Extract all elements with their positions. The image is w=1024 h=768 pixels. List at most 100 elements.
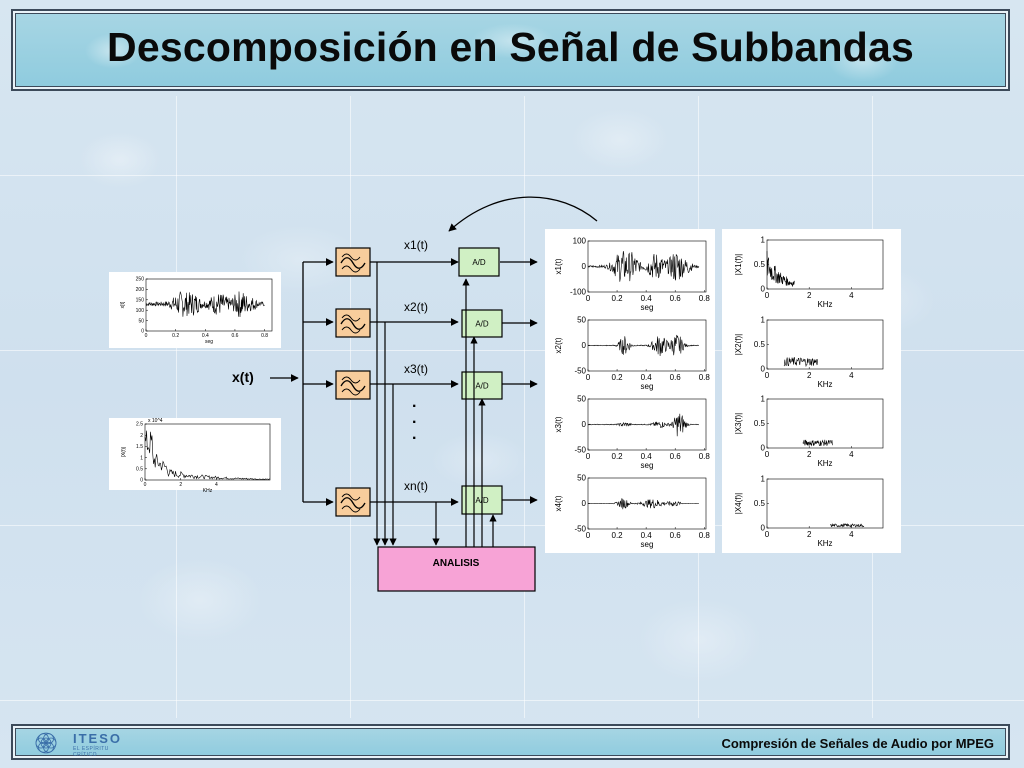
y-axis-label: |X1(f)| — [734, 254, 743, 276]
ellipsis-dot: . — [412, 410, 416, 427]
y-axis-label: |X(f)| — [121, 447, 127, 458]
background-grid-line — [0, 175, 1024, 176]
x-tick-label: 2 — [807, 291, 812, 300]
ad-converter: A/D — [461, 309, 503, 338]
y-tick-label: 1 — [761, 316, 766, 325]
x-tick-label: 0 — [145, 333, 148, 339]
x-tick-label: 0.4 — [202, 333, 209, 339]
analysis-label: ANALISIS — [433, 558, 480, 569]
plot-axes-box — [766, 239, 884, 290]
x-tick-label: 4 — [849, 371, 854, 380]
footer-bar: ITESO EL ESPÍRITU CRÍTICO Compresión de … — [11, 724, 1010, 760]
subband-waveform — [587, 498, 699, 510]
ad-converter: A/D — [461, 371, 503, 400]
x-tick-label: 4 — [849, 530, 854, 539]
y-tick-label: 1 — [140, 455, 143, 461]
logo-tagline: EL ESPÍRITU CRÍTICO — [73, 746, 109, 758]
y-tick-label: 0 — [582, 420, 587, 429]
subband-waveform — [587, 334, 700, 357]
x-tick-label: 0 — [586, 294, 591, 303]
subband-label-3: x3(t) — [404, 362, 428, 376]
x-axis-label: seg — [641, 461, 654, 470]
y-tick-label: 100 — [136, 308, 145, 314]
y-tick-label: 2.5 — [136, 422, 143, 428]
y-tick-label: 0 — [141, 329, 144, 335]
title-bar: Descomposición en Señal de Subbandas — [11, 9, 1010, 91]
bandpass-filter-icon — [335, 308, 371, 338]
x-tick-label: 0 — [765, 450, 770, 459]
x-tick-label: 0.8 — [699, 531, 711, 540]
ad-label: A/D — [475, 382, 489, 391]
background-grid-line — [176, 96, 177, 718]
x-tick-label: 0.8 — [699, 294, 711, 303]
filter-bank — [335, 247, 371, 517]
x-tick-label: 0.6 — [670, 452, 682, 461]
iteso-logo: ITESO EL ESPÍRITU CRÍTICO — [29, 731, 129, 758]
ad-label: A/D — [475, 320, 489, 329]
y-tick-label: 50 — [577, 316, 586, 325]
x-axis-label: seg — [641, 540, 654, 549]
y-tick-label: 2 — [140, 433, 143, 439]
ellipsis-dot: . — [412, 394, 416, 411]
x-tick-label: 0 — [765, 291, 770, 300]
y-tick-label: 0 — [582, 341, 587, 350]
x-axis-label: KHz — [817, 539, 832, 548]
x-tick-label: 0.4 — [641, 531, 653, 540]
y-axis-label: |X3(f)| — [734, 413, 743, 435]
x-tick-label: 0 — [765, 530, 770, 539]
logo-name: ITESO — [73, 731, 123, 746]
x-axis-label: seg — [205, 339, 213, 345]
x-tick-label: 0.6 — [670, 294, 682, 303]
y-tick-label: -100 — [570, 288, 587, 297]
x-tick-label: 4 — [849, 450, 854, 459]
ellipsis-dot: . — [412, 426, 416, 443]
x-tick-label: 0.2 — [612, 294, 624, 303]
x-tick-label: 0.8 — [699, 452, 711, 461]
x-tick-label: 0.8 — [261, 333, 268, 339]
y-tick-label: 50 — [577, 395, 586, 404]
x-tick-label: 0.6 — [670, 373, 682, 382]
subband-waveform — [587, 251, 700, 282]
subband-spectrum-line — [802, 439, 833, 447]
y-axis-label: x4(t) — [554, 495, 563, 511]
plot-axes-box — [766, 319, 884, 370]
y-axis-label: x[t] — [120, 301, 126, 308]
background-grid-line — [0, 525, 1024, 526]
input-signal-label: x(t) — [232, 369, 254, 385]
y-tick-label: -50 — [574, 525, 586, 534]
y-axis-label: |X4(f)| — [734, 493, 743, 515]
x-tick-label: 0.8 — [699, 373, 711, 382]
bandpass-filter-icon — [335, 247, 371, 277]
y-tick-label: 50 — [577, 474, 586, 483]
feedback-curve-arrow — [448, 196, 598, 232]
x-tick-label: 2 — [179, 482, 182, 488]
y-tick-label: 0.5 — [754, 340, 766, 349]
plot-axes-box — [144, 423, 271, 481]
bandpass-filter-icon — [335, 370, 371, 400]
y-tick-label: 0 — [761, 524, 766, 533]
x-axis-label: seg — [641, 382, 654, 391]
y-tick-label: 150 — [136, 297, 145, 303]
background-grid-line — [0, 700, 1024, 701]
y-tick-label: 50 — [138, 318, 144, 324]
y-tick-label: 250 — [136, 277, 145, 283]
x-tick-label: 4 — [215, 482, 218, 488]
y-tick-label: 1 — [761, 475, 766, 484]
x-tick-label: 0 — [586, 452, 591, 461]
x-tick-label: 0 — [586, 373, 591, 382]
subband-label-2: x2(t) — [404, 300, 428, 314]
x-axis-label: KHz — [817, 300, 832, 309]
y-tick-label: 100 — [573, 237, 587, 246]
x-axis-label: KHz — [817, 380, 832, 389]
input-spectrum-line — [144, 430, 271, 481]
subband-spectrum-line — [766, 251, 795, 287]
subband-label-1: x1(t) — [404, 238, 428, 252]
y-tick-label: 0 — [761, 444, 766, 453]
